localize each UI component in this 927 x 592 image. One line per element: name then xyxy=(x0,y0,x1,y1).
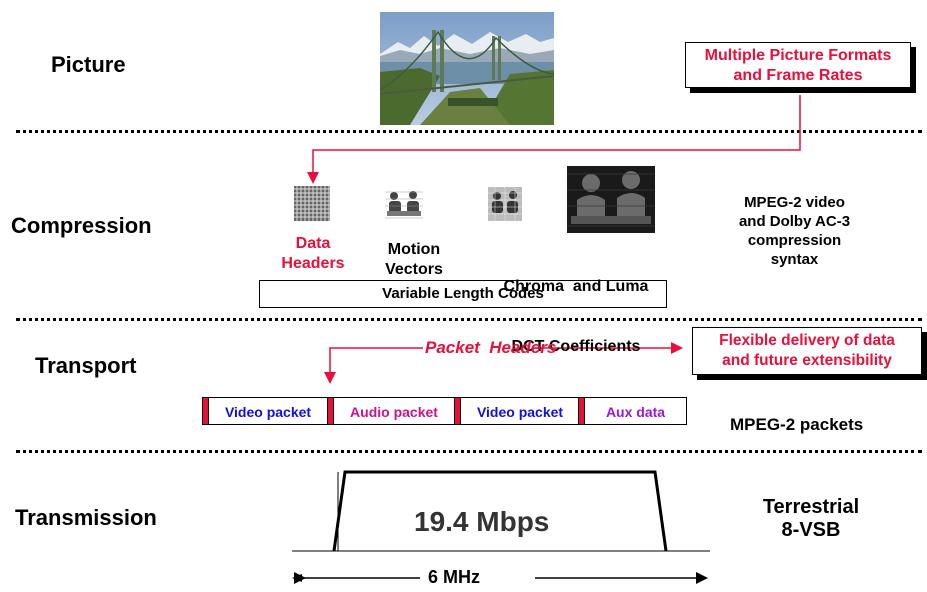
packet-headers-label: Packet Headers xyxy=(425,338,557,357)
layer-label-compression: Compression xyxy=(11,213,152,238)
motion-vectors-line-2: Vectors xyxy=(385,261,443,278)
mpeg-packets-label: MPEG-2 packets xyxy=(730,415,864,434)
separator-picture-compression xyxy=(16,130,922,133)
separator-compression-transport xyxy=(16,318,922,321)
grid-icon xyxy=(294,186,330,221)
data-headers-label: Data Headers xyxy=(273,234,353,274)
picture-formats-line-1: Multiple Picture Formats xyxy=(704,47,892,64)
layer-label-transmission: Transmission xyxy=(15,505,157,530)
flex-line-2: and future extensibility xyxy=(722,352,892,369)
data-headers-line-2: Headers xyxy=(281,255,345,272)
chroma-icon xyxy=(488,187,522,221)
chroma-luma-label: Chroma and Luma DCT Coefficients xyxy=(476,237,676,377)
transmission-standard-label: Terrestrial 8-VSB xyxy=(752,496,870,542)
syntax-line-1: MPEG-2 video xyxy=(744,194,845,211)
standard-line-1: Terrestrial xyxy=(762,496,860,518)
chroma-luma-line-2: DCT Coefficients xyxy=(511,338,641,355)
flexible-delivery-box: Flexible delivery of data and future ext… xyxy=(692,327,922,375)
compression-syntax-label: MPEG-2 video and Dolby AC-3 compression … xyxy=(722,193,867,269)
standard-line-2: 8-VSB xyxy=(781,519,841,541)
layer-label-transport: Transport xyxy=(35,353,137,378)
flex-line-1: Flexible delivery of data xyxy=(719,332,895,349)
video-packet-1: Video packet xyxy=(208,397,328,425)
picture-formats-line-2: and Frame Rates xyxy=(733,67,863,84)
motion-vectors-label: Motion Vectors xyxy=(374,240,454,280)
vlc-box: Variable Length Codes xyxy=(259,280,667,308)
chroma-luma-line-1: Chroma and Luma xyxy=(503,278,649,295)
luma-icon xyxy=(567,166,655,233)
syntax-line-2: and Dolby AC-3 xyxy=(738,213,851,230)
motion-vectors-line-1: Motion xyxy=(387,241,441,258)
data-rate-label: 19.4 Mbps xyxy=(414,506,550,537)
layer-label-picture: Picture xyxy=(51,52,126,77)
motion-vectors-icon xyxy=(385,187,423,221)
video-packet-2: Video packet xyxy=(460,397,580,425)
data-headers-line-1: Data xyxy=(295,235,331,252)
picture-formats-box: Multiple Picture Formats and Frame Rates xyxy=(685,42,911,88)
syntax-line-4: syntax xyxy=(770,251,819,268)
bridge-photo xyxy=(380,12,554,125)
separator-transport-transmission xyxy=(16,450,922,453)
syntax-line-3: compression xyxy=(747,232,842,249)
audio-packet: Audio packet xyxy=(333,397,455,425)
bandwidth-label: 6 MHz xyxy=(428,567,481,587)
aux-data-packet: Aux data xyxy=(584,397,687,425)
